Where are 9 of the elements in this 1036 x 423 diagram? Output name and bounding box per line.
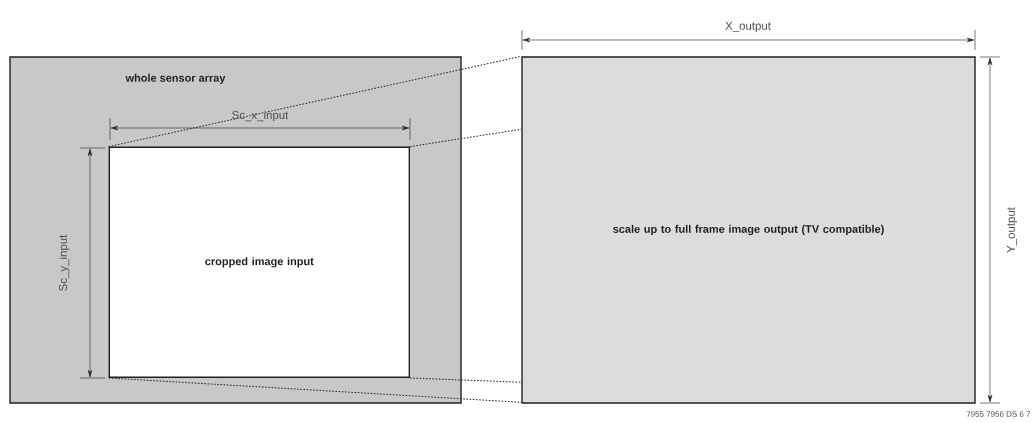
projection-line	[409, 377, 522, 383]
cropped-image-box: cropped image input	[108, 146, 410, 378]
dimension-label: Sc_y_input	[58, 234, 70, 291]
projection-line	[108, 377, 522, 403]
dimension-label: X_output	[725, 21, 771, 33]
projection-line	[409, 128, 522, 148]
projection-line	[108, 55, 522, 148]
output-frame-box: scale up to full frame image output (TV compatible)	[521, 56, 976, 404]
dimension-label: Y_output	[1006, 207, 1018, 253]
